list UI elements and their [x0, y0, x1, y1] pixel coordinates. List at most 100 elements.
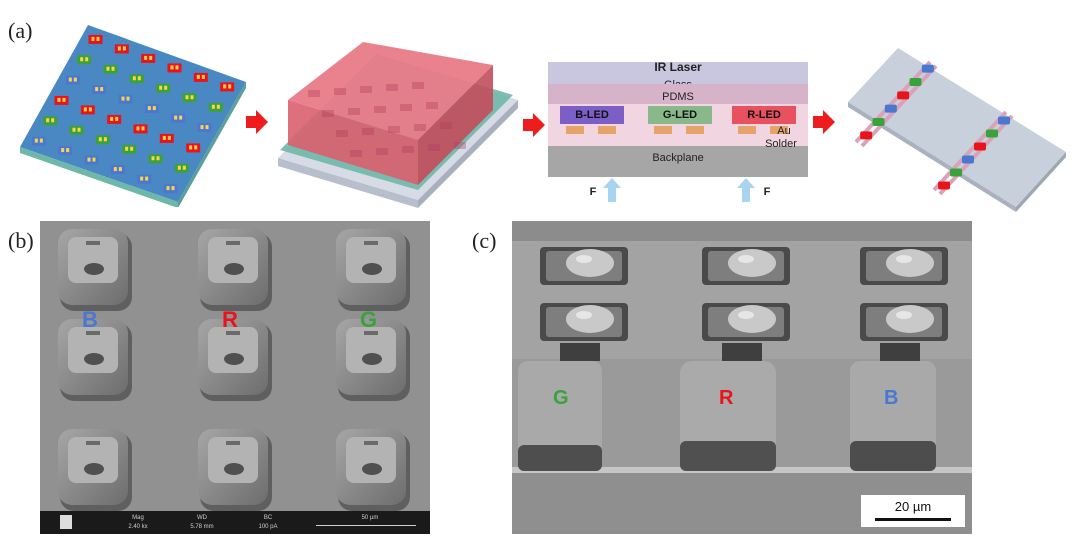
- sem-image-b: B R G Mag 2.40 kx WD 5.78 mm BC 100 pA 5…: [40, 221, 430, 534]
- chip-pad: [149, 55, 153, 60]
- chip-pad: [201, 74, 205, 79]
- embedded-chip: [334, 88, 346, 95]
- wafer-led-chip: [84, 155, 99, 165]
- pdms-band: [548, 84, 808, 104]
- pillar-top: [208, 237, 258, 283]
- embedded-chip: [362, 128, 374, 135]
- wafer-led-chip: [80, 105, 95, 115]
- chip-pad: [73, 77, 77, 82]
- chip-pad: [103, 137, 107, 142]
- embedded-chip: [414, 124, 426, 131]
- transferred-led-chip: [986, 129, 998, 138]
- force-arrow-right: [737, 178, 755, 202]
- chip-pad: [189, 145, 193, 150]
- pillar-pad: [364, 441, 378, 445]
- cross-section-diagram: IR Laser Glass PDMS B-LED G-LED R-LED Au…: [548, 60, 808, 177]
- pillar-pad: [364, 241, 378, 245]
- solder-bump: [566, 249, 614, 277]
- chip-tether: [880, 343, 920, 361]
- sem-c-letter-b: B: [884, 387, 899, 409]
- process-arrow-1: [246, 110, 268, 134]
- wafer-led-chip: [220, 82, 235, 92]
- transferred-led-chip: [962, 155, 974, 164]
- chip-pad: [144, 55, 148, 60]
- chip-pad: [83, 107, 87, 112]
- pillar-via: [362, 353, 382, 365]
- chip-pad: [121, 96, 125, 101]
- chip-pad: [196, 74, 200, 79]
- chip-pad: [77, 127, 81, 132]
- pillar-via: [224, 353, 244, 365]
- transferred-led-chip: [860, 131, 873, 140]
- chip-pad: [61, 148, 65, 153]
- chip-pad: [39, 138, 43, 143]
- pillar-pad: [86, 241, 100, 245]
- chip-pad: [115, 116, 119, 121]
- embedded-chip: [322, 110, 334, 117]
- wafer-led-chip: [58, 146, 73, 156]
- embedded-chip: [336, 130, 348, 137]
- pillar-top: [346, 437, 396, 483]
- mag-label: Mag: [132, 515, 144, 521]
- solder-bump: [886, 305, 934, 333]
- wafer-led-chip: [54, 95, 69, 105]
- bc-value: 100 pA: [258, 524, 278, 530]
- chip-pad: [166, 186, 170, 191]
- pillar-top: [208, 327, 258, 373]
- au-pad: [738, 126, 756, 134]
- led-wafer-illustration: [20, 25, 246, 207]
- sem-c-structures: [512, 221, 972, 534]
- pillar-pad: [86, 331, 100, 335]
- embedded-chip: [308, 90, 320, 97]
- process-arrow-2: [523, 113, 545, 137]
- chip-pad: [147, 106, 151, 111]
- wafer-led-chip: [137, 174, 152, 184]
- chip-pad: [194, 145, 198, 150]
- chip-pad: [118, 167, 122, 172]
- pillar-pad: [86, 441, 100, 445]
- chip-pad: [171, 186, 175, 191]
- wd-value: 5.78 mm: [190, 524, 214, 530]
- laser-band: [548, 62, 808, 84]
- chip-pad: [205, 125, 209, 130]
- transferred-led-chip: [921, 64, 934, 73]
- transferred-led-chip: [909, 78, 922, 86]
- solder-label: Solder: [765, 138, 797, 150]
- sem-b-letter-g: G: [360, 307, 378, 332]
- pillar-via: [84, 263, 104, 275]
- ir-laser-label: IR Laser: [654, 60, 702, 74]
- pillar-top: [68, 237, 118, 283]
- embedded-chip: [400, 104, 412, 111]
- pillar-pad: [226, 441, 240, 445]
- embedded-chip: [348, 108, 360, 115]
- wafer-led-chip: [156, 83, 171, 93]
- solder-bump-highlight: [896, 255, 912, 263]
- wafer-led-chip: [31, 136, 46, 146]
- au-pad: [566, 126, 584, 134]
- chip-pad: [156, 156, 160, 161]
- chip-pad: [167, 135, 171, 140]
- sem-c-scale-label: 20 µm: [894, 499, 932, 514]
- r-led-block: R-LED: [732, 106, 796, 124]
- pillar-via: [224, 463, 244, 475]
- au-pad: [770, 126, 788, 134]
- chip-pad: [62, 97, 66, 102]
- transferred-led-chip: [998, 116, 1010, 125]
- chip-pad: [125, 146, 129, 151]
- g-led-block: G-LED: [648, 106, 712, 124]
- chip-pad: [151, 156, 155, 161]
- wafer-led-chip: [141, 53, 156, 63]
- chip-pad: [88, 107, 92, 112]
- solder-bump-highlight: [738, 311, 754, 319]
- embedded-chip: [376, 148, 388, 155]
- force-label-left: F: [589, 186, 597, 198]
- pillar-via: [362, 463, 382, 475]
- sem-c-scale-box: 20 µm: [861, 495, 965, 527]
- wafer-led-chip: [148, 154, 163, 164]
- transferred-array-illustration: [848, 48, 1066, 212]
- chip-pad: [57, 97, 61, 102]
- solder-bump: [728, 249, 776, 277]
- chip-pad: [164, 85, 168, 90]
- pillar-via: [362, 263, 382, 275]
- sem-c-letter-g: G: [553, 387, 569, 409]
